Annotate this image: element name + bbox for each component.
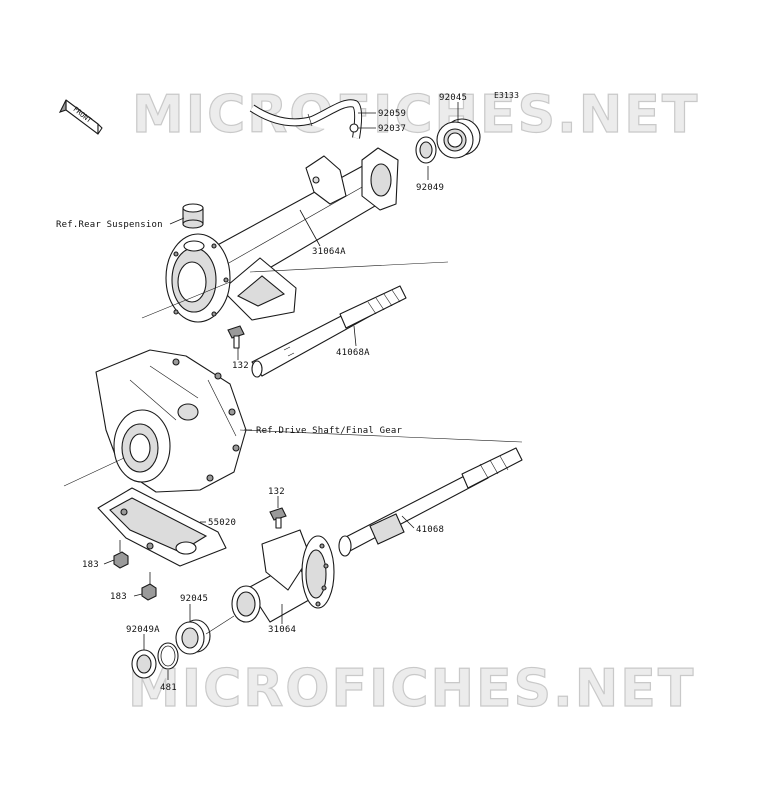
label-92049-top: 92049 <box>416 183 444 193</box>
label-41068A: 41068A <box>336 348 370 358</box>
bearing-bottom <box>175 619 211 655</box>
watermark-top: MICROFICHES.NET <box>132 85 699 145</box>
diagram-code: E3133 <box>494 91 519 100</box>
label-92045-bottom: 92045 <box>180 594 208 604</box>
label-31064A: 31064A <box>312 247 346 257</box>
label-183-b: 183 <box>110 592 127 602</box>
bolt-183-a <box>113 551 129 569</box>
label-183-a: 183 <box>82 560 99 570</box>
label-92059: 92059 <box>378 109 406 119</box>
label-41068: 41068 <box>416 525 444 535</box>
label-ref-rear-suspension: Ref.Rear Suspension <box>56 220 163 230</box>
axle-housing-upper <box>165 147 399 323</box>
bearing-top <box>436 118 481 159</box>
snap-ring <box>157 642 179 670</box>
oil-seal-bottom <box>131 649 157 679</box>
label-92037: 92037 <box>378 124 406 134</box>
axle-shaft-upper <box>251 285 407 378</box>
label-481: 481 <box>160 683 177 693</box>
label-92045-top: 92045 <box>439 93 467 103</box>
bolt-183-b <box>141 583 157 601</box>
suspension-bushing <box>182 203 204 229</box>
label-31064: 31064 <box>268 625 296 635</box>
watermark-bottom: MICROFICHES.NET <box>128 659 695 719</box>
front-arrow-icon: FRONT <box>58 99 103 135</box>
oil-seal-top <box>415 136 437 164</box>
breather-hose <box>249 99 363 139</box>
label-132-mid: 132 <box>268 487 285 497</box>
axle-shaft-lower <box>338 447 523 557</box>
label-ref-drive-shaft: Ref.Drive Shaft/Final Gear <box>256 426 402 436</box>
axle-housing-lower <box>231 529 335 623</box>
bolt-132-top <box>227 325 245 349</box>
final-gear-case <box>95 349 247 493</box>
bolt-132-mid <box>269 507 287 529</box>
label-132-top: 132 <box>232 361 249 371</box>
label-55020: 55020 <box>208 518 236 528</box>
label-92049A: 92049A <box>126 625 160 635</box>
skid-plate <box>97 487 227 567</box>
hose-clip <box>349 123 359 133</box>
